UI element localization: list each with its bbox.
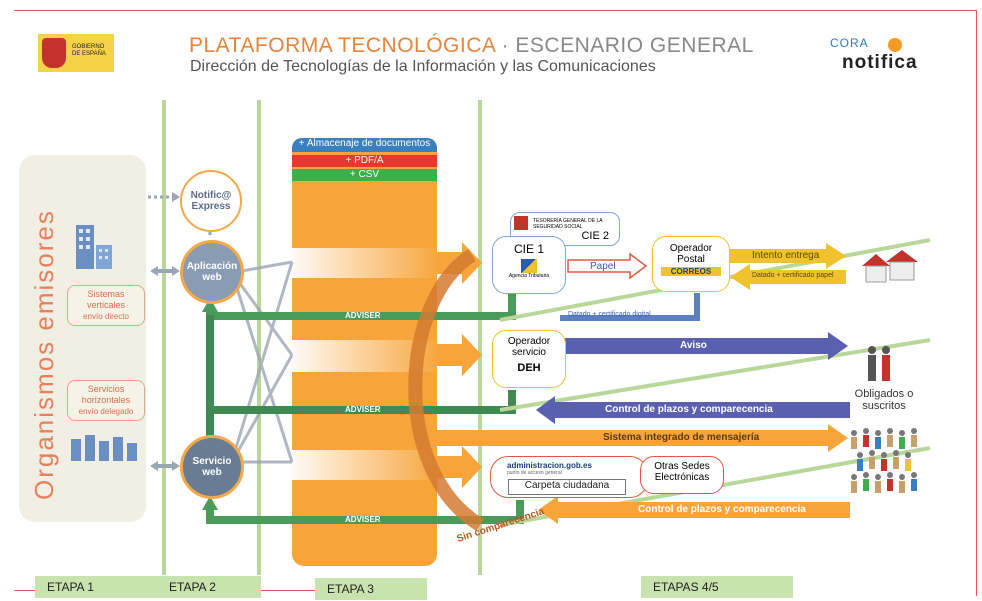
etapas-45-label: ETAPAS 4/5 <box>641 576 793 598</box>
postal-arrows <box>730 243 846 290</box>
page-frame <box>14 10 977 596</box>
operador-servicio-label: Operador servicio <box>507 336 551 358</box>
etapa-2-label: ETAPA 2 <box>157 576 261 598</box>
deh-label: DEH <box>517 362 541 374</box>
title-gray: ESCENARIO GENERAL <box>515 34 754 57</box>
otras-sedes-label: Otras Sedes Electrónicas <box>654 461 710 483</box>
obligados-label: Obligados o suscritos <box>854 388 914 412</box>
agencia-label: Agencia Tributaria <box>508 273 550 279</box>
servicios-horizontales-label: Servicios horizontales <box>81 384 131 405</box>
organismos-to-app-arrows <box>150 266 180 471</box>
stage-line-2 <box>257 100 261 575</box>
etapa-1-label: ETAPA 1 <box>35 576 167 598</box>
buildings-icon <box>69 433 139 463</box>
notifica-express-circle[interactable]: Notific@ Express <box>180 170 242 232</box>
page-subtitle: Dirección de Tecnologías de la Informaci… <box>190 58 656 75</box>
sistemas-verticales-box: Sistemas verticales envío directo <box>67 285 145 326</box>
stage-line-3 <box>478 100 482 575</box>
operador-postal-box: Operador Postal CORREOS <box>652 236 730 292</box>
papel-label: Papel <box>590 261 616 272</box>
adviser-label-1: ADVISER <box>345 311 381 320</box>
crowd-icon <box>846 425 926 515</box>
sistema-mensajeria-label: Sistema integrado de mensajería <box>603 432 760 443</box>
admin-gob-label: administracion.gob.es <box>507 461 592 470</box>
admin-gob-sub: punto de acceso general <box>507 470 562 476</box>
sin-comparecencia-arc <box>408 249 484 531</box>
obligados-people-icon <box>864 344 898 384</box>
notifica-express-label: Notific@ Express <box>190 190 232 212</box>
crossing-flow-lines <box>234 260 294 464</box>
organismos-panel: Organismos emisores Sistemas verticales … <box>19 155 146 522</box>
aviso-arrow <box>565 332 848 360</box>
gobierno-logo: GOBIERNO DE ESPAÑA <box>38 34 114 72</box>
page-title: PLATAFORMA TECNOLÓGICA · ESCENARIO GENER… <box>189 34 754 58</box>
cora-logo-text: CORA <box>830 36 869 50</box>
pdfa-bar: + PDF/A <box>292 155 437 167</box>
sistemas-verticales-sub: envío directo <box>83 312 129 321</box>
servicio-web-label: Servicio web <box>192 456 232 478</box>
correos-label: CORREOS <box>661 267 721 276</box>
servicios-horizontales-box: Servicios horizontales envío delegado <box>67 380 145 421</box>
operador-servicio-box: Operador servicio DEH <box>492 330 566 388</box>
tgss-label: TESORERÍA GENERAL DE LA SEGURIDAD SOCIAL <box>533 218 603 230</box>
control-plazos-label: Control de plazos y comparecencia <box>605 404 773 415</box>
houses-icon <box>860 248 920 284</box>
datado-digital-line <box>560 293 700 321</box>
datado-digital-label: Datado + certificado digital <box>568 311 651 318</box>
aviso-label: Aviso <box>680 340 707 351</box>
title-separator: · <box>495 34 516 57</box>
mensajeria-arrow <box>437 424 848 452</box>
control-plazos-2-label: Control de plazos y comparecencia <box>638 504 806 515</box>
papel-arrow <box>567 252 648 280</box>
cora-envelope-icon <box>888 38 902 52</box>
datado-papel-label: Datado + certificado papel <box>752 272 834 279</box>
aplicacion-web-circle[interactable]: Aplicación web <box>180 240 244 304</box>
otras-sedes-box: Otras Sedes Electrónicas <box>640 456 724 494</box>
control-plazos-arrow <box>536 396 850 424</box>
gobierno-logo-text: GOBIERNO DE ESPAÑA <box>72 44 106 57</box>
cie1-label: CIE 1 <box>513 242 544 256</box>
intento-entrega-label: Intento entrega <box>752 250 820 261</box>
cie2-label: CIE 2 <box>581 230 609 242</box>
csv-bar: + CSV <box>292 169 437 181</box>
control-plazos-2-arrow <box>538 496 850 524</box>
tgss-logo-icon <box>514 216 528 230</box>
notifica-logo-text: notifica <box>842 52 918 73</box>
title-orange: PLATAFORMA TECNOLÓGICA <box>189 34 496 57</box>
etapa-3-label: ETAPA 3 <box>315 578 427 600</box>
aplicacion-web-label: Aplicación web <box>186 261 238 283</box>
coat-of-arms-icon <box>42 38 66 68</box>
agencia-tributaria-icon <box>521 259 537 273</box>
servicio-web-circle[interactable]: Servicio web <box>180 435 244 499</box>
stage-line-1 <box>162 100 166 575</box>
adviser-label-3: ADVISER <box>345 515 381 524</box>
building-icon <box>74 221 114 271</box>
tgss-box: TESORERÍA GENERAL DE LA SEGURIDAD SOCIAL… <box>510 212 620 246</box>
carpeta-ciudadana-box[interactable]: Carpeta ciudadana <box>508 479 626 495</box>
adviser-label-2: ADVISER <box>345 405 381 414</box>
sistemas-verticales-label: Sistemas verticales <box>86 289 125 310</box>
operador-postal-label: Operador Postal <box>669 243 713 265</box>
adviser-return-arrows <box>202 292 524 524</box>
servicios-horizontales-sub: envío delegado <box>78 407 134 416</box>
almacenaje-bar: + Almacenaje de documentos <box>292 138 437 152</box>
cie1-box: CIE 1 Agencia Tributaria <box>492 236 566 294</box>
